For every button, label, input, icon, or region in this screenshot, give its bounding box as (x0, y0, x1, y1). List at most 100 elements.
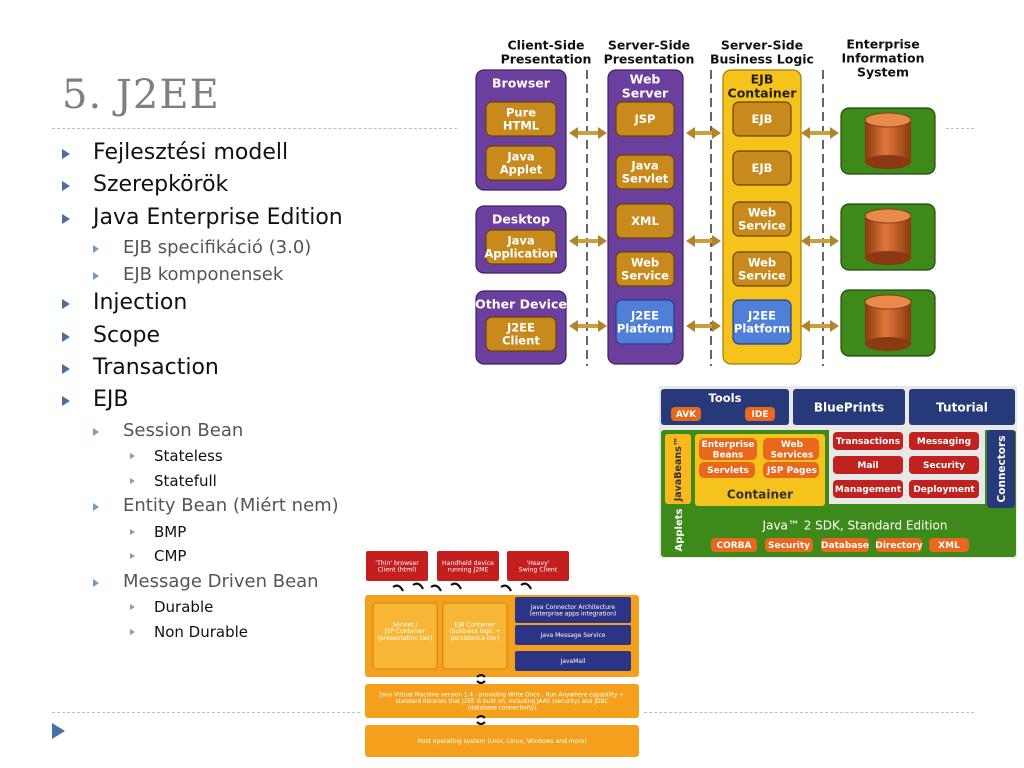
arrow-head (686, 235, 695, 247)
tool-tile-label-line: IDE (752, 410, 769, 420)
sdk-tile-label-line: Security (768, 541, 810, 551)
tools-title-line: Tools (709, 391, 742, 405)
client-title: Browser (492, 76, 551, 91)
service-tile-label: Transactions (836, 437, 900, 447)
client-tile-label-line: running J2ME (448, 567, 489, 574)
tutorial-panel (909, 389, 1015, 425)
bullet-level2: Entity Bean (Miért nem) (62, 493, 392, 520)
web-server-tile (615, 101, 675, 137)
service-tile (515, 597, 631, 623)
double-arrow-icon (476, 715, 486, 725)
client-title: Desktop (492, 212, 550, 227)
ejb-tile-label-line: Platform (734, 322, 790, 336)
service-tile-label-line: Java Connector Architecture (530, 604, 615, 611)
bullet-arrow-icon (62, 299, 70, 310)
client-tile (437, 551, 499, 581)
service-tile (833, 432, 903, 450)
arrow-curve (430, 584, 442, 592)
ejb-tile-label-line: Service (738, 219, 786, 233)
servlet-container-label-line: (presentation tier) (378, 635, 433, 642)
bullet-text: CMP (154, 547, 187, 566)
arrow-curve (520, 582, 532, 590)
sdk-tile (929, 538, 969, 552)
service-tile-label-line: Security (923, 461, 965, 471)
bullet-level2: Session Bean (62, 418, 392, 445)
client-tile (485, 145, 557, 181)
client-tile-label-line: Swing Client (519, 567, 558, 574)
client-tile-label: 'Heavy'Swing Client (519, 560, 558, 574)
bullet-arrow-icon (93, 503, 99, 512)
arrow-head (598, 320, 607, 332)
header-client-side-line: Presentation (501, 52, 592, 67)
tool-tile-label: AVK (676, 410, 697, 420)
bullet-level1: EJB (62, 385, 392, 417)
tool-tile (745, 407, 775, 421)
client-tile (485, 229, 557, 265)
double-arrow-icon (801, 127, 839, 139)
ejb-tile (732, 150, 792, 186)
ejb-tile (732, 101, 792, 137)
curved-arrow-icon (500, 582, 532, 592)
next-slide-icon[interactable] (52, 723, 65, 739)
service-tile (909, 456, 979, 474)
database-icon (840, 289, 936, 357)
double-arrow-icon (801, 320, 839, 332)
bullet-text: EJB komponensek (123, 263, 284, 285)
ejb-tile-label-line: EJB (752, 112, 773, 126)
bullet-text: Session Bean (123, 419, 244, 441)
cylinder-top (864, 112, 912, 128)
service-tile-label-line: (enterprise apps integration) (530, 611, 617, 618)
jvm-label-line: (database connectivity) (468, 706, 537, 712)
bullet-arrow-icon (62, 331, 70, 342)
bullet-level3: Stateless (62, 444, 392, 469)
component-tile-label-line: Web (781, 440, 804, 450)
ejb-container-label-line: persistence tier) (450, 635, 499, 642)
container-label-line: Container (727, 487, 793, 501)
header-business-logic-line: Business Logic (710, 52, 814, 67)
sdk-label: Java™ 2 SDK, Standard Edition (762, 518, 948, 532)
ejb-container-title-line: Container (728, 86, 798, 101)
sdk-tile (821, 538, 869, 552)
web-server-tile-label-line: Java (630, 159, 658, 173)
bullet-text: Java Enterprise Edition (93, 204, 343, 230)
bullet-level2: EJB komponensek (62, 262, 392, 289)
bullet-arrow-icon (93, 427, 99, 436)
jvm-label: Java Virtual Machine version 1.4 - provi… (379, 693, 624, 712)
bullet-text: Entity Bean (Miért nem) (123, 495, 339, 517)
cylinder-top (864, 294, 912, 310)
bullet-text: Injection (93, 290, 188, 316)
ejb-container-label-line: EJB Container (455, 621, 496, 628)
container-label: Container (727, 487, 793, 501)
header-business-logic-line: Server-Side (721, 38, 803, 53)
header-client-side-line: Client-Side (508, 38, 585, 53)
footer-rule-right (644, 712, 974, 713)
arrow-head (712, 127, 721, 139)
service-tile-label-line: Transactions (836, 437, 900, 447)
client-tile-label-line: Pure (506, 106, 536, 120)
servlet-container-label-line: Servlet / (392, 621, 418, 628)
ejb-tile (732, 299, 792, 345)
double-arrow-icon (686, 127, 721, 139)
bullet-level3: Durable (62, 595, 392, 620)
arrow-head (569, 127, 578, 139)
jvm-label-line: Java Virtual Machine version 1.4 - provi… (379, 693, 624, 699)
bullet-arrow-icon (62, 396, 70, 407)
header-eis-line: System (857, 65, 909, 80)
web-server-tile-label-line: JSP (634, 112, 656, 126)
title-rule-left (52, 128, 457, 129)
ejb-tile-label-line: Web (748, 256, 776, 270)
